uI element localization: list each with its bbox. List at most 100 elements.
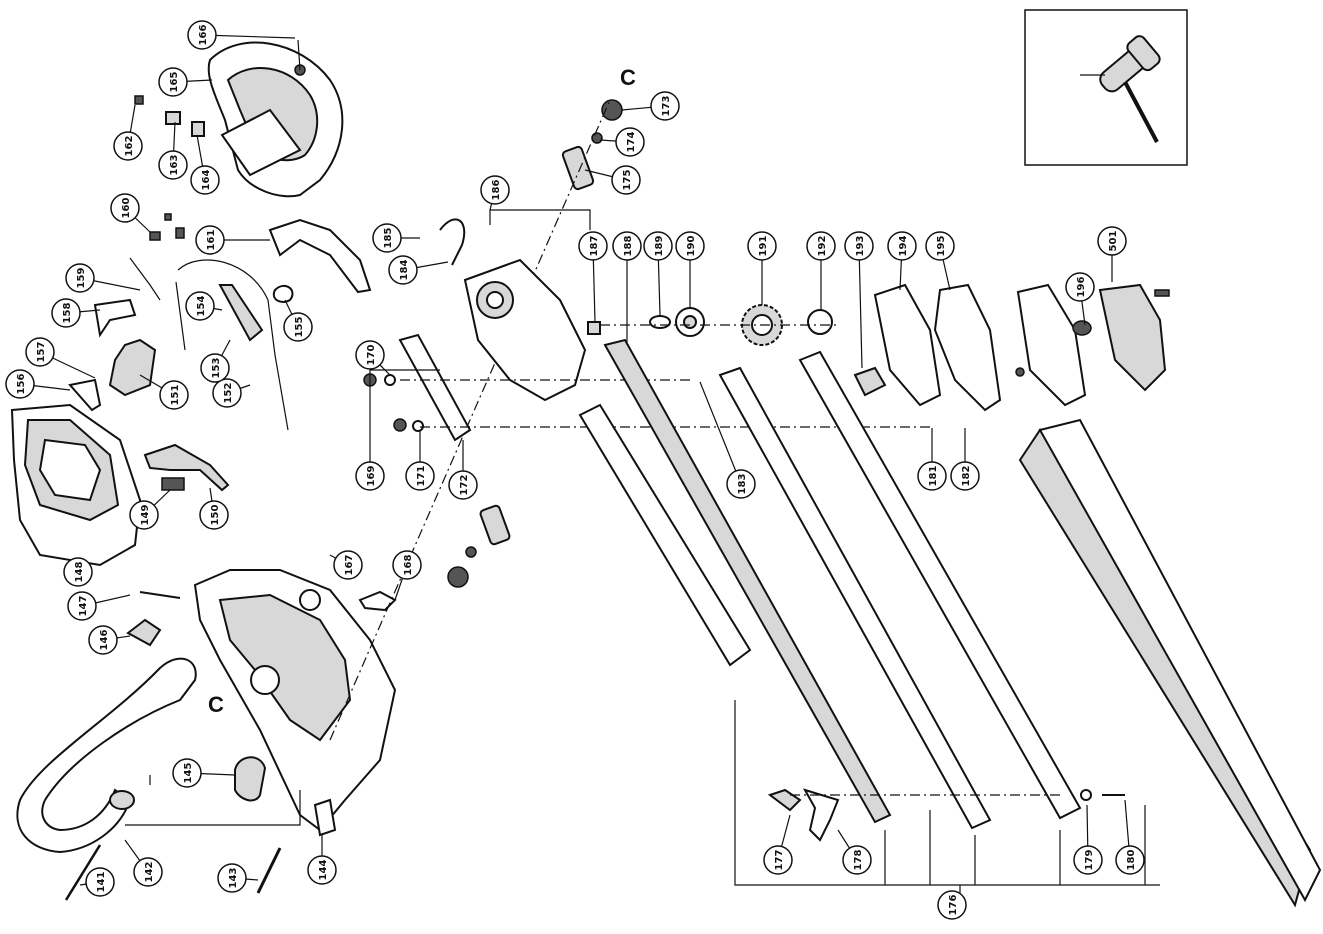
callout-193: 193 bbox=[844, 231, 874, 369]
callout-155: 155 bbox=[283, 299, 313, 342]
callout-number: 170 bbox=[366, 345, 377, 366]
callout-177: 177 bbox=[763, 814, 793, 875]
callout-bubble bbox=[159, 380, 189, 410]
callout-bubble bbox=[212, 378, 242, 408]
callout-number: 177 bbox=[774, 850, 785, 871]
callout-194: 194 bbox=[887, 231, 917, 291]
callout-number: 186 bbox=[491, 180, 502, 201]
callout-142: 142 bbox=[124, 839, 163, 887]
callout-number: 189 bbox=[654, 236, 665, 257]
callout-number: 180 bbox=[1126, 850, 1137, 871]
callout-bubble bbox=[158, 67, 188, 97]
callout-bubble bbox=[200, 353, 230, 383]
callout-183: 183 bbox=[699, 381, 756, 499]
callout-bubble bbox=[917, 461, 947, 491]
callout-number: 191 bbox=[758, 236, 769, 257]
callout-number: 145 bbox=[183, 763, 194, 784]
callout-165: 165 bbox=[158, 67, 213, 97]
callout-number: 183 bbox=[737, 474, 748, 495]
callout-189: 189 bbox=[643, 231, 673, 316]
callout-501: 501 bbox=[1097, 226, 1127, 282]
callout-bubble bbox=[763, 845, 793, 875]
callout-164: 164 bbox=[190, 134, 220, 195]
callout-number: 196 bbox=[1076, 277, 1087, 298]
callout-bubble bbox=[480, 175, 510, 205]
callout-159: 159 bbox=[65, 263, 141, 293]
callout-number: 164 bbox=[201, 170, 212, 191]
front-handle bbox=[16, 657, 197, 854]
callout-bubble bbox=[950, 461, 980, 491]
callout-bubble bbox=[937, 890, 967, 920]
callout-bubble bbox=[844, 231, 874, 261]
callout-bubble bbox=[372, 223, 402, 253]
callout-191: 191 bbox=[747, 231, 777, 305]
callout-145: 145 bbox=[172, 758, 236, 788]
callout-number: 193 bbox=[855, 236, 866, 257]
callout-186: 186 bbox=[480, 175, 510, 211]
callout-number: 150 bbox=[210, 505, 221, 526]
callout-bubble bbox=[190, 165, 220, 195]
callout-bubble bbox=[63, 557, 93, 587]
callout-178: 178 bbox=[837, 829, 872, 875]
callout-bubble bbox=[187, 20, 217, 50]
bracket-lines bbox=[125, 209, 1160, 895]
callout-number: 181 bbox=[928, 466, 939, 487]
callout-153: 153 bbox=[200, 339, 231, 383]
callout-number: 195 bbox=[936, 236, 947, 257]
callout-bubble bbox=[333, 550, 363, 580]
callout-number: 162 bbox=[124, 136, 135, 157]
callout-192: 192 bbox=[806, 231, 836, 310]
reference-letter-lower: C bbox=[208, 692, 224, 717]
callout-number: 148 bbox=[74, 562, 85, 583]
callout-bubble bbox=[85, 867, 115, 897]
callout-number: 159 bbox=[76, 268, 87, 289]
callout-number: 165 bbox=[169, 72, 180, 93]
callout-number: 153 bbox=[211, 358, 222, 379]
callout-number: 185 bbox=[383, 228, 394, 249]
callout-150: 150 bbox=[199, 487, 229, 530]
callout-bubble bbox=[172, 758, 202, 788]
callout-bubble bbox=[185, 291, 215, 321]
callout-number: 166 bbox=[198, 25, 209, 46]
callout-bubble bbox=[405, 461, 435, 491]
callout-174: 174 bbox=[599, 127, 645, 157]
callout-number: 144 bbox=[318, 860, 329, 881]
rear-handle bbox=[207, 39, 344, 198]
callout-number: 157 bbox=[36, 342, 47, 363]
callout-number: 142 bbox=[144, 862, 155, 883]
callout-number: 176 bbox=[948, 895, 959, 916]
callout-bubble bbox=[643, 231, 673, 261]
callout-bubble bbox=[133, 857, 163, 887]
callout-160: 160 bbox=[110, 193, 151, 233]
callout-number: 182 bbox=[961, 466, 972, 487]
callout-148: 148 bbox=[63, 557, 93, 587]
callout-144: 144 bbox=[307, 835, 337, 885]
callout-number: 172 bbox=[459, 475, 470, 496]
callout-number: 155 bbox=[294, 317, 305, 338]
callout-bubble bbox=[158, 150, 188, 180]
callout-bubble bbox=[110, 193, 140, 223]
callout-number: 168 bbox=[403, 555, 414, 576]
callout-181: 181 bbox=[917, 428, 947, 491]
callout-number: 160 bbox=[121, 198, 132, 219]
callout-number: 146 bbox=[99, 630, 110, 651]
callout-bubble bbox=[578, 231, 608, 261]
callout-number: 187 bbox=[589, 236, 600, 257]
callout-number: 143 bbox=[228, 868, 239, 889]
callout-188: 188 bbox=[612, 231, 642, 345]
callout-176: 176 bbox=[937, 890, 967, 920]
callout-168: 168 bbox=[392, 550, 422, 601]
callout-bubble bbox=[199, 500, 229, 530]
callout-number: 163 bbox=[169, 155, 180, 176]
callout-196: 196 bbox=[1065, 272, 1095, 326]
callout-bubble bbox=[612, 231, 642, 261]
left-housing bbox=[10, 403, 142, 567]
callout-number: 156 bbox=[16, 374, 27, 395]
callout-number: 149 bbox=[140, 505, 151, 526]
callout-number: 167 bbox=[344, 555, 355, 576]
callout-bubble bbox=[1097, 226, 1127, 256]
callout-bubble bbox=[283, 312, 313, 342]
blade-cover bbox=[1018, 418, 1322, 908]
callout-number: 188 bbox=[623, 236, 634, 257]
